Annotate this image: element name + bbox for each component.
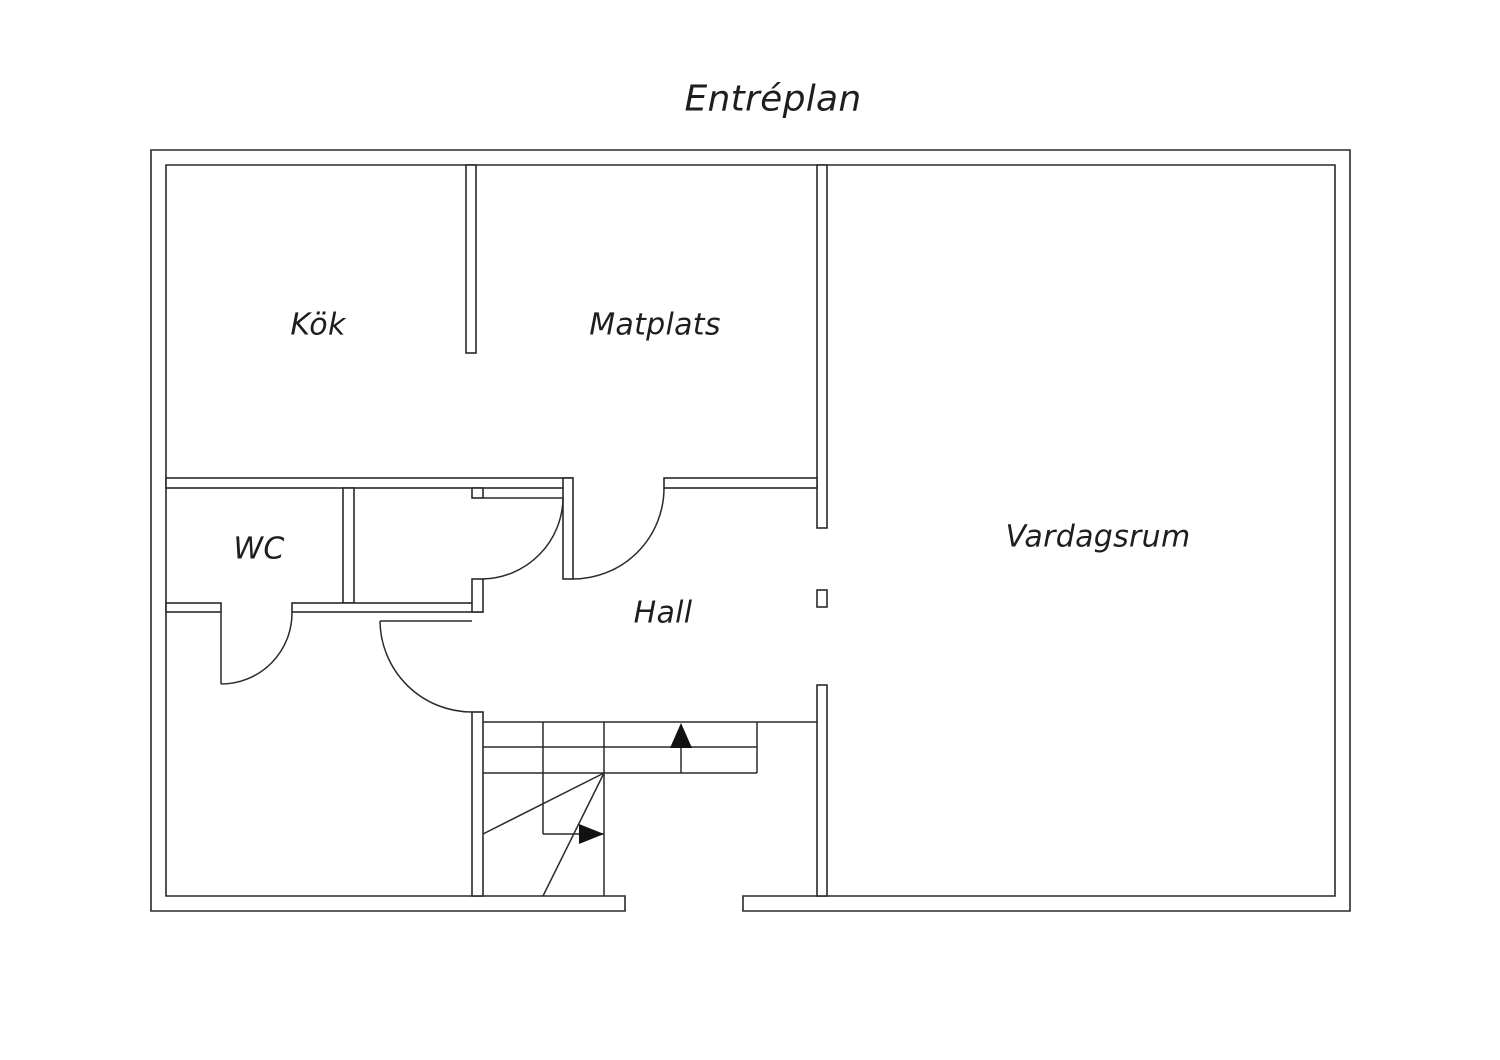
staircase [482,721,817,897]
plan-title: Entréplan [684,78,862,120]
wall-wc-east [342,487,355,604]
wall-storage-east [471,711,484,897]
door-closet [482,497,564,580]
wall-closet-east [562,477,574,580]
wall-kok-south [165,477,573,489]
wall-matplats-vardagsrum [816,164,828,529]
stair-arrow-right-icon [579,824,604,844]
door-wc [220,611,293,685]
room-label-matplats: Matplats [589,307,721,343]
room-label-hall: Hall [633,595,693,631]
wall-wc-south-left [165,602,222,613]
wall-wc-south-right [291,602,483,613]
wall-closet-top-stub [471,487,484,499]
outer-wall [150,149,1351,912]
stair-arrow-up-icon [670,723,692,748]
door-storage [379,620,473,713]
wall-vardagsrum-lower [816,684,828,897]
door-kitchen-hall [572,487,665,580]
room-label-vardagsrum: Vardagsrum [1005,519,1191,555]
wall-matplats-south [663,477,818,489]
wall-kok-matplats [465,164,477,354]
wall-post [816,589,828,608]
room-label-wc: WC [233,531,285,567]
room-label-kok: Kök [290,307,346,343]
wall-closet-door-stub [471,578,484,613]
